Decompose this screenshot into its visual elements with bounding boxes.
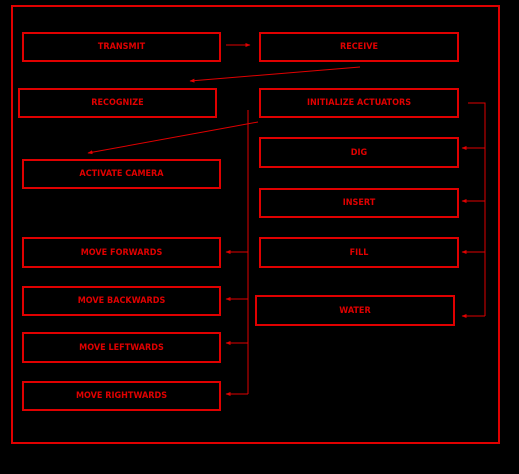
- node-move-rightwards: MOVE RIGHTWARDS: [22, 381, 221, 411]
- bus-right: [468, 102, 486, 316]
- node-receive: RECEIVE: [259, 32, 459, 62]
- edge-recognize-activate-camera: [87, 121, 259, 155]
- diagram-frame: [11, 5, 500, 444]
- node-fill: FILL: [259, 237, 459, 268]
- node-transmit: TRANSMIT: [22, 32, 221, 62]
- node-insert: INSERT: [259, 188, 459, 218]
- node-move-leftwards: MOVE LEFTWARDS: [22, 332, 221, 363]
- node-initialize-actuators: INITIALIZE ACTUATORS: [259, 88, 459, 118]
- node-dig: DIG: [259, 137, 459, 168]
- node-water: WATER: [255, 295, 455, 326]
- node-move-backwards: MOVE BACKWARDS: [22, 286, 221, 316]
- node-move-forwards: MOVE FORWARDS: [22, 237, 221, 268]
- node-recognize: RECOGNIZE: [18, 88, 217, 118]
- edge-receive-recognize: [189, 66, 361, 83]
- node-activate-camera: ACTIVATE CAMERA: [22, 159, 221, 189]
